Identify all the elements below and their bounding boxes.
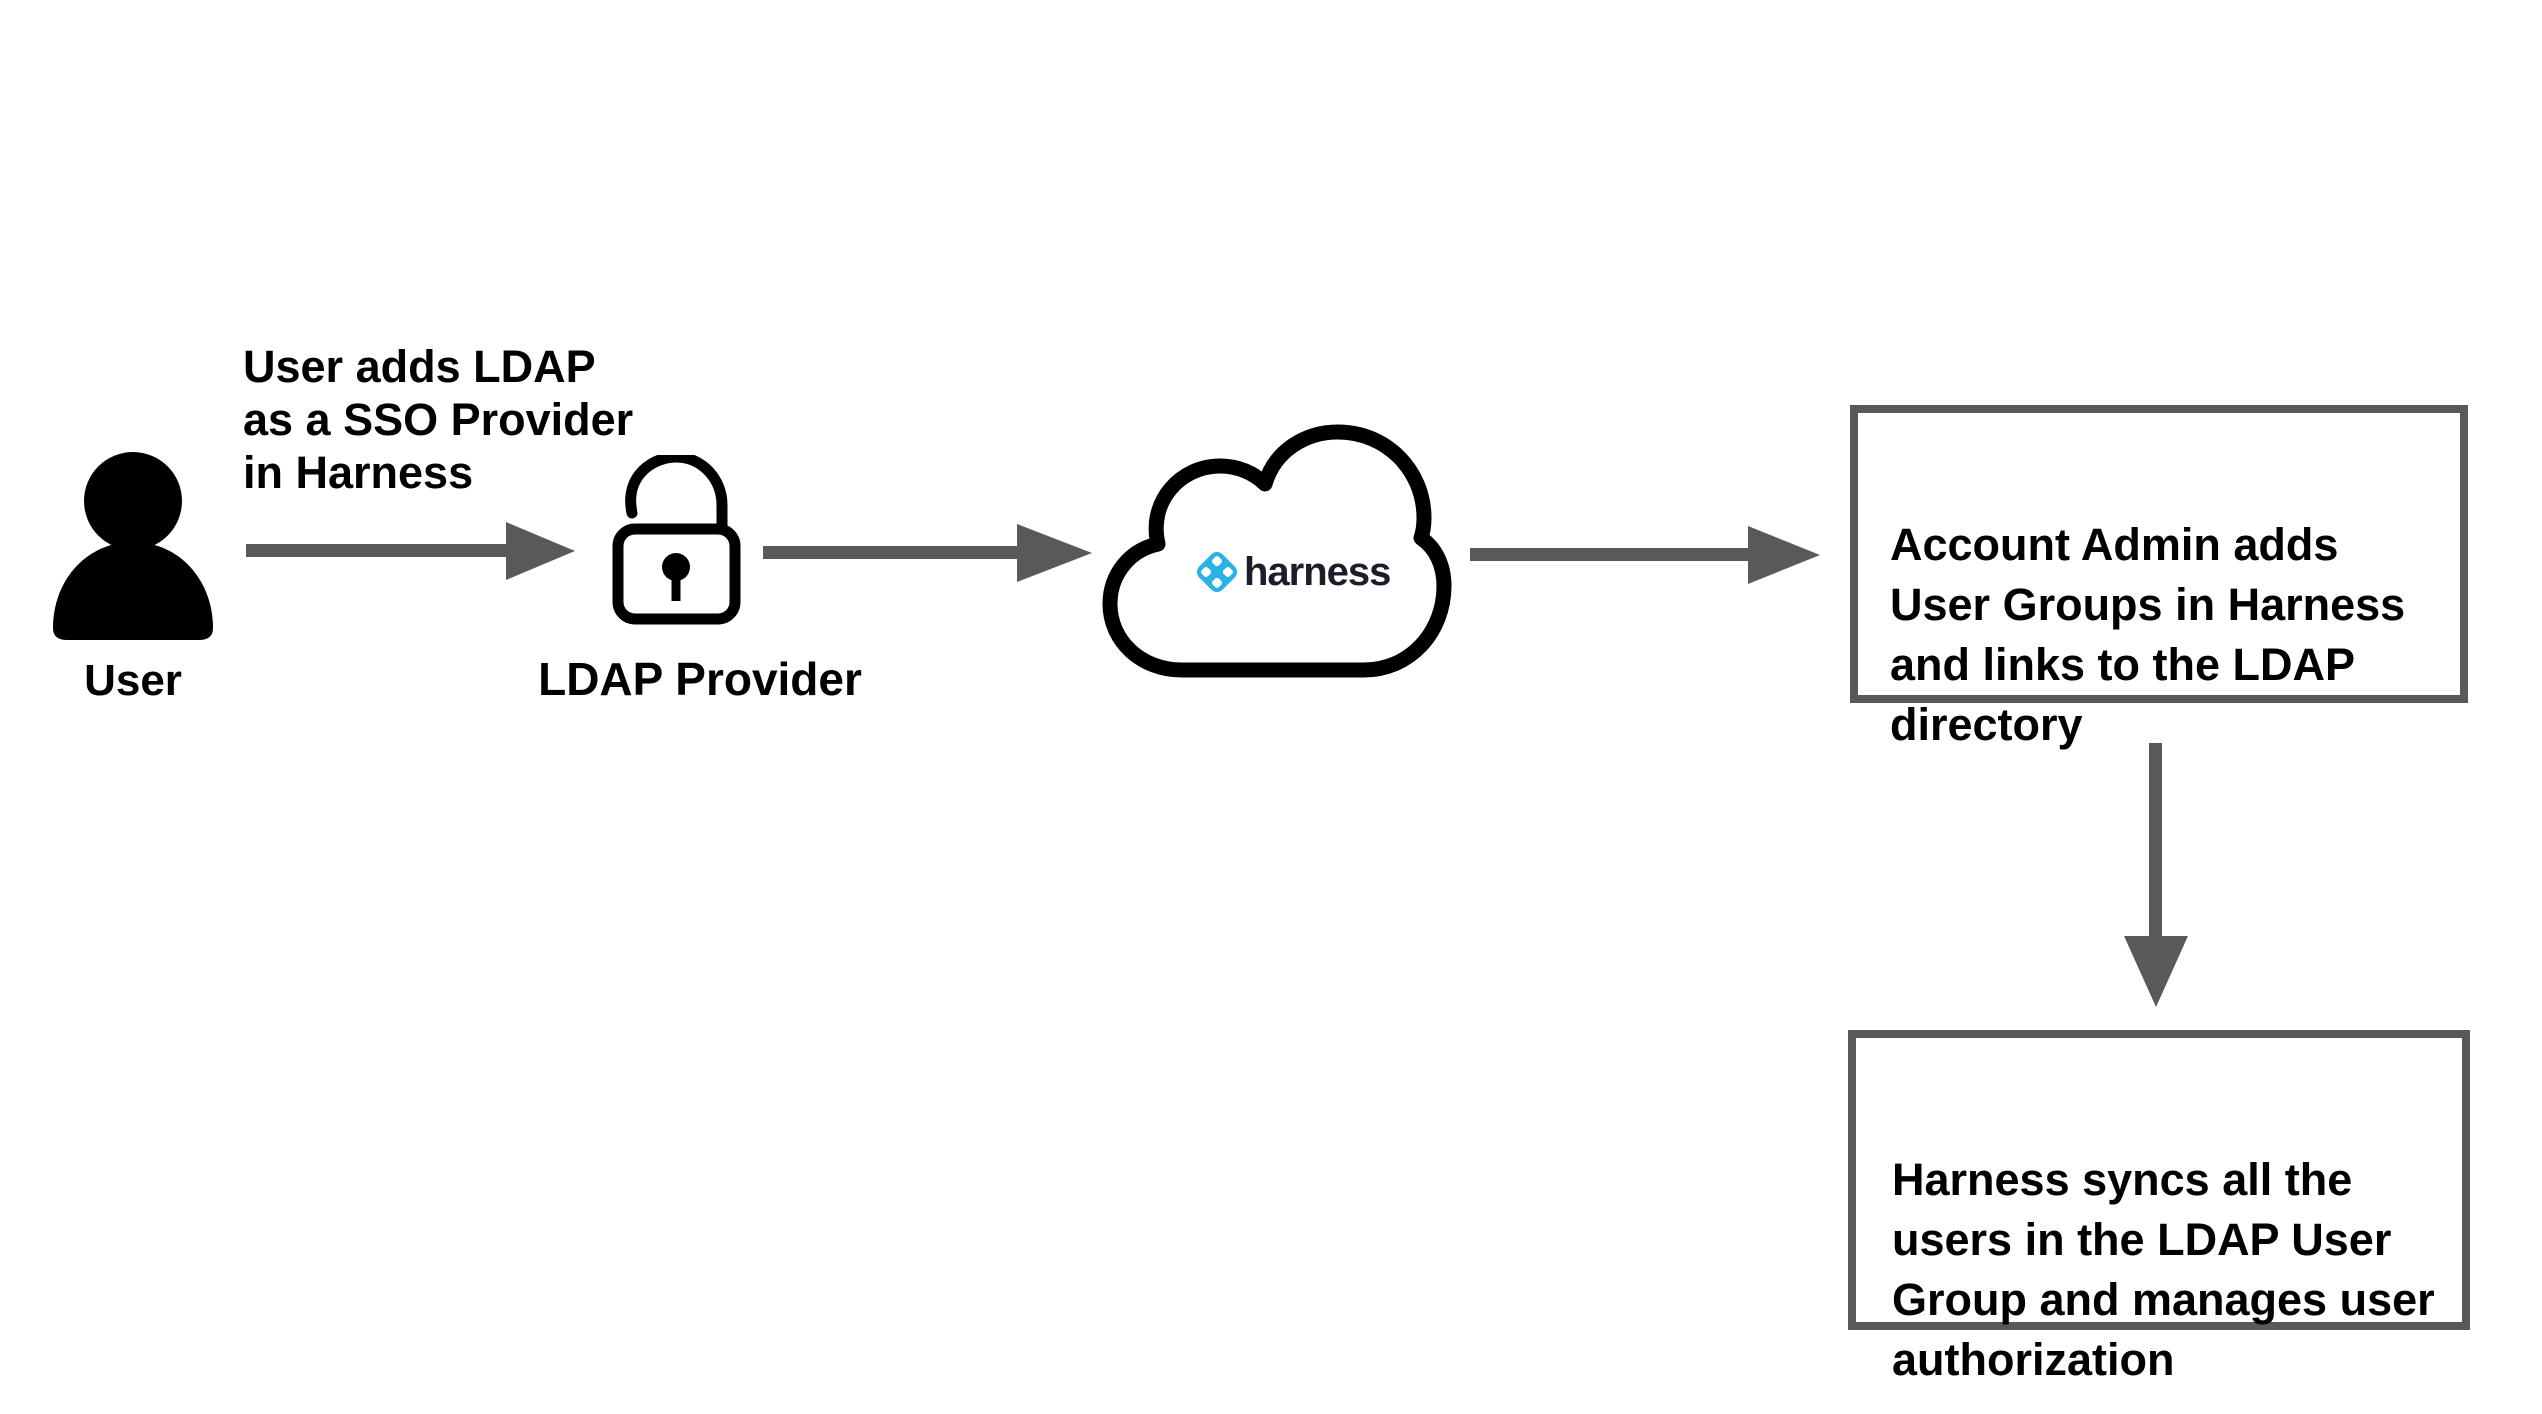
admin-box-text: Account Admin adds User Groups in Harnes… <box>1890 519 2406 750</box>
arrow-ldap-provider-to-harness-cloud <box>763 524 1092 582</box>
user-label: User <box>84 656 182 705</box>
harness-diamond-icon <box>1196 551 1238 593</box>
arrow-user-to-ldap-provider <box>246 522 575 580</box>
arrow-admin-box-to-sync-box <box>2124 743 2188 1007</box>
harness-logo-text: harness <box>1244 550 1391 594</box>
open-padlock-icon <box>612 455 741 625</box>
cloud-icon <box>1102 424 1452 678</box>
harness-logo: harness <box>1193 547 1391 597</box>
annotation-text: User adds LDAP as a SSO Provider in Harn… <box>243 341 634 498</box>
person-icon <box>53 452 213 640</box>
sync-box: Harness syncs all the users in the LDAP … <box>1848 1030 2470 1385</box>
ldap-provider-label: LDAP Provider <box>538 653 862 705</box>
admin-box: Account Admin adds User Groups in Harnes… <box>1850 405 2468 750</box>
sync-box-text: Harness syncs all the users in the LDAP … <box>1892 1154 2435 1385</box>
arrow-harness-cloud-to-admin-box <box>1470 526 1820 584</box>
